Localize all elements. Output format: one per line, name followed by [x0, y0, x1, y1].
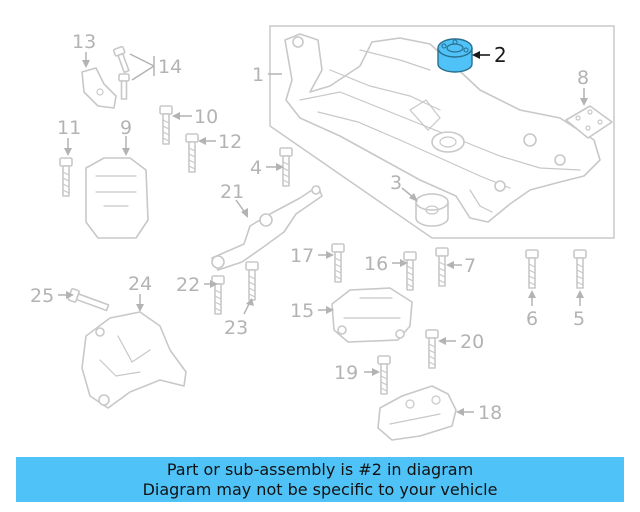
callout-14: 14 — [158, 56, 182, 78]
leader-lines — [58, 51, 588, 416]
banner-line-disclaimer: Diagram may not be specific to your vehi… — [142, 479, 498, 499]
callout-2: 2 — [494, 43, 507, 67]
bolt-part-12[interactable] — [185, 133, 199, 173]
plate-part-8[interactable] — [565, 105, 613, 139]
bolt-part-11[interactable] — [59, 157, 73, 197]
bolt-part-17[interactable] — [331, 243, 345, 283]
mount-part-9[interactable] — [85, 157, 149, 239]
callout-10: 10 — [194, 106, 218, 128]
callout-23: 23 — [224, 317, 248, 339]
banner-line-part-info: Part or sub-assembly is #2 in diagram — [166, 459, 474, 479]
torque-rod-part-21[interactable] — [211, 185, 323, 271]
info-banner: Part or sub-assembly is #2 in diagram Di… — [16, 457, 624, 502]
callout-25: 25 — [30, 285, 54, 307]
mount-bracket-part-24[interactable] — [81, 311, 187, 409]
bolt-part-14a[interactable] — [112, 45, 131, 74]
callout-19: 19 — [334, 362, 358, 384]
bolt-part-16[interactable] — [403, 251, 417, 291]
callout-6: 6 — [526, 308, 538, 330]
callout-11: 11 — [57, 117, 81, 139]
callout-3: 3 — [390, 172, 402, 194]
callout-5: 5 — [573, 308, 585, 330]
bolt-part-22[interactable] — [211, 275, 225, 315]
parts-diagram: 1 2 3 4 5 6 7 8 9 10 11 12 13 14 15 16 1… — [30, 25, 615, 441]
callout-8: 8 — [577, 67, 589, 89]
callout-12: 12 — [218, 131, 242, 153]
bolt-part-5[interactable] — [573, 249, 587, 289]
bolt-part-14b[interactable] — [118, 73, 130, 100]
bolt-part-10[interactable] — [159, 105, 173, 145]
bolt-part-7[interactable] — [435, 247, 449, 287]
callout-21: 21 — [220, 181, 244, 203]
bracket-part-13[interactable] — [81, 67, 117, 109]
engine-mount-part-15[interactable] — [331, 287, 413, 343]
callout-18: 18 — [478, 402, 502, 424]
callout-7: 7 — [464, 255, 476, 277]
callout-9: 9 — [120, 117, 132, 139]
callout-1: 1 — [252, 64, 264, 86]
mount-part-18[interactable] — [377, 385, 457, 441]
callout-20: 20 — [460, 331, 484, 353]
bolt-part-23[interactable] — [245, 261, 259, 301]
subframe-crossmember[interactable] — [284, 33, 601, 223]
bushing-part-3[interactable] — [415, 193, 449, 227]
bolt-part-19[interactable] — [377, 355, 391, 395]
bolt-part-6[interactable] — [525, 249, 539, 289]
mount-bushing-part-2[interactable] — [437, 38, 473, 73]
callout-16: 16 — [364, 253, 388, 275]
callout-15: 15 — [290, 300, 314, 322]
callout-22: 22 — [176, 274, 200, 296]
bolt-part-20[interactable] — [425, 329, 439, 369]
callout-4: 4 — [250, 157, 262, 179]
callout-24: 24 — [128, 273, 152, 295]
subframe-group-outline — [269, 25, 615, 239]
callout-13: 13 — [72, 31, 96, 53]
callout-17: 17 — [290, 245, 314, 267]
bolt-part-25[interactable] — [67, 287, 110, 313]
